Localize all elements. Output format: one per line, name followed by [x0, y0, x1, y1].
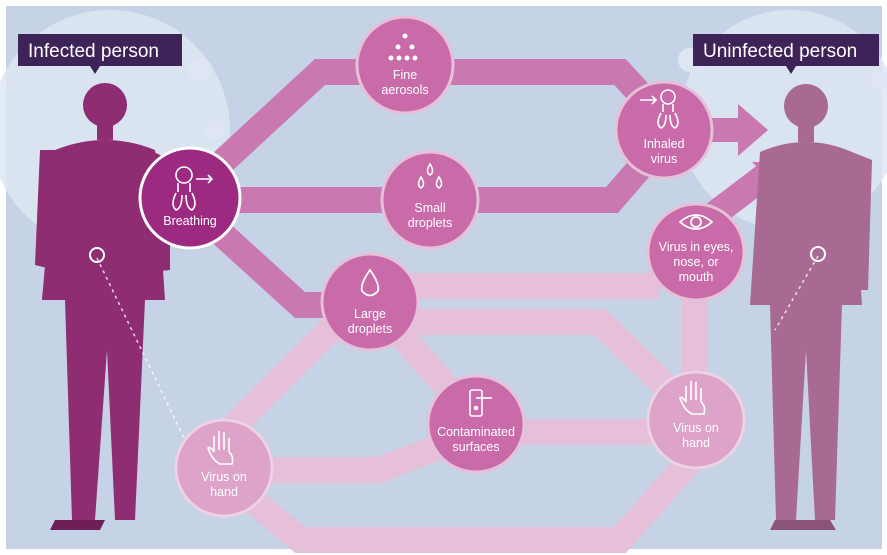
- breathing-icon: [172, 166, 214, 211]
- small-drops-icon: [417, 162, 443, 189]
- large-drop-icon: [360, 268, 380, 297]
- node-small-droplets-circle: [380, 150, 480, 250]
- uninfected-shoes: [770, 520, 836, 530]
- uninfected-label-text: Uninfected person: [703, 41, 857, 62]
- uninfected-neck: [798, 120, 814, 142]
- node-hand-left-circle: [174, 418, 274, 518]
- node-hand-left-line2: hand: [210, 485, 238, 499]
- infected-head: [83, 83, 127, 127]
- node-eyes-nose-mouth: Virus in eyes, nose, or mouth: [646, 202, 746, 302]
- uninfected-right-arm: [848, 152, 872, 290]
- node-large-droplets-line1: Large: [354, 307, 386, 321]
- infected-hand-link: [96, 257, 186, 441]
- node-hand-left-line1: Virus on: [201, 470, 247, 484]
- hand-left-icon: [207, 431, 234, 465]
- node-large-droplets: Large droplets: [320, 252, 420, 352]
- node-hand-right-circle: [646, 370, 746, 470]
- inhaled-icon: [640, 89, 679, 129]
- infected-neck: [97, 118, 113, 140]
- arrow-to-uninfected: [712, 104, 768, 156]
- node-inhaled-virus-line1: Inhaled: [643, 137, 684, 151]
- virus-spike: [870, 70, 887, 90]
- node-large-droplets-line2: droplets: [348, 322, 392, 336]
- node-contaminated-line1: Contaminated: [437, 425, 515, 439]
- node-inhaled-virus-line2: virus: [651, 152, 677, 166]
- infected-body: [42, 140, 165, 520]
- infected-label-text: Infected person: [28, 41, 159, 62]
- infected-shoes: [50, 520, 105, 530]
- node-fine-aerosols: Fine aerosols: [355, 15, 455, 115]
- uninfected-hand-link: [774, 255, 819, 331]
- node-small-droplets: Small droplets: [380, 150, 480, 250]
- uninfected-label-pointer: [786, 66, 796, 74]
- node-breathing: Breathing: [138, 146, 242, 250]
- uninfected-person-label: Uninfected person: [693, 34, 879, 74]
- node-breathing-label: Breathing: [163, 214, 217, 228]
- hand-right-icon: [679, 381, 706, 415]
- aerosol-drops-icon: [388, 33, 418, 61]
- node-virus-on-hand-right: Virus on hand: [646, 370, 746, 470]
- eye-icon: [678, 214, 714, 230]
- path-hand-left-to-hand-right: [231, 441, 710, 553]
- infected-hand-marker: [89, 247, 105, 263]
- node-large-droplets-circle: [320, 252, 420, 352]
- node-small-droplets-line1: Small: [414, 201, 445, 215]
- virus-spike: [188, 58, 212, 82]
- infected-label-box: [18, 34, 182, 66]
- node-breathing-circle: [138, 146, 242, 250]
- node-small-droplets-line2: droplets: [408, 216, 452, 230]
- node-contaminated-circle: [426, 374, 526, 474]
- node-contaminated-surfaces: Contaminated surfaces: [426, 374, 526, 474]
- uninfected-body: [750, 142, 862, 520]
- door-handle-icon: [469, 389, 492, 417]
- node-fine-aerosols-line1: Fine: [393, 68, 417, 82]
- node-hand-right-line2: hand: [682, 436, 710, 450]
- uninfected-label-box: [693, 34, 879, 66]
- infected-person-label: Infected person: [18, 34, 182, 74]
- node-eyes-line2: nose, or: [673, 255, 718, 269]
- node-virus-on-hand-left: Virus on hand: [174, 418, 274, 518]
- node-eyes-line3: mouth: [679, 270, 714, 284]
- path-large-to-hand-right: [392, 309, 700, 420]
- node-eyes-circle: [646, 202, 746, 302]
- uninfected-hand-marker: [810, 246, 826, 262]
- node-inhaled-virus-circle: [614, 80, 714, 180]
- node-inhaled-virus: Inhaled virus: [614, 80, 714, 180]
- uninfected-head: [784, 84, 828, 128]
- infected-left-arm: [35, 150, 58, 270]
- node-eyes-line1: Virus in eyes,: [659, 240, 734, 254]
- infected-label-pointer: [90, 66, 100, 74]
- node-hand-right-line1: Virus on: [673, 421, 719, 435]
- node-fine-aerosols-line2: aerosols: [381, 83, 428, 97]
- node-contaminated-line2: surfaces: [452, 440, 499, 454]
- virus-spike: [205, 120, 225, 140]
- uninfected-person-figure: [750, 84, 872, 530]
- node-fine-aerosols-circle: [355, 15, 455, 115]
